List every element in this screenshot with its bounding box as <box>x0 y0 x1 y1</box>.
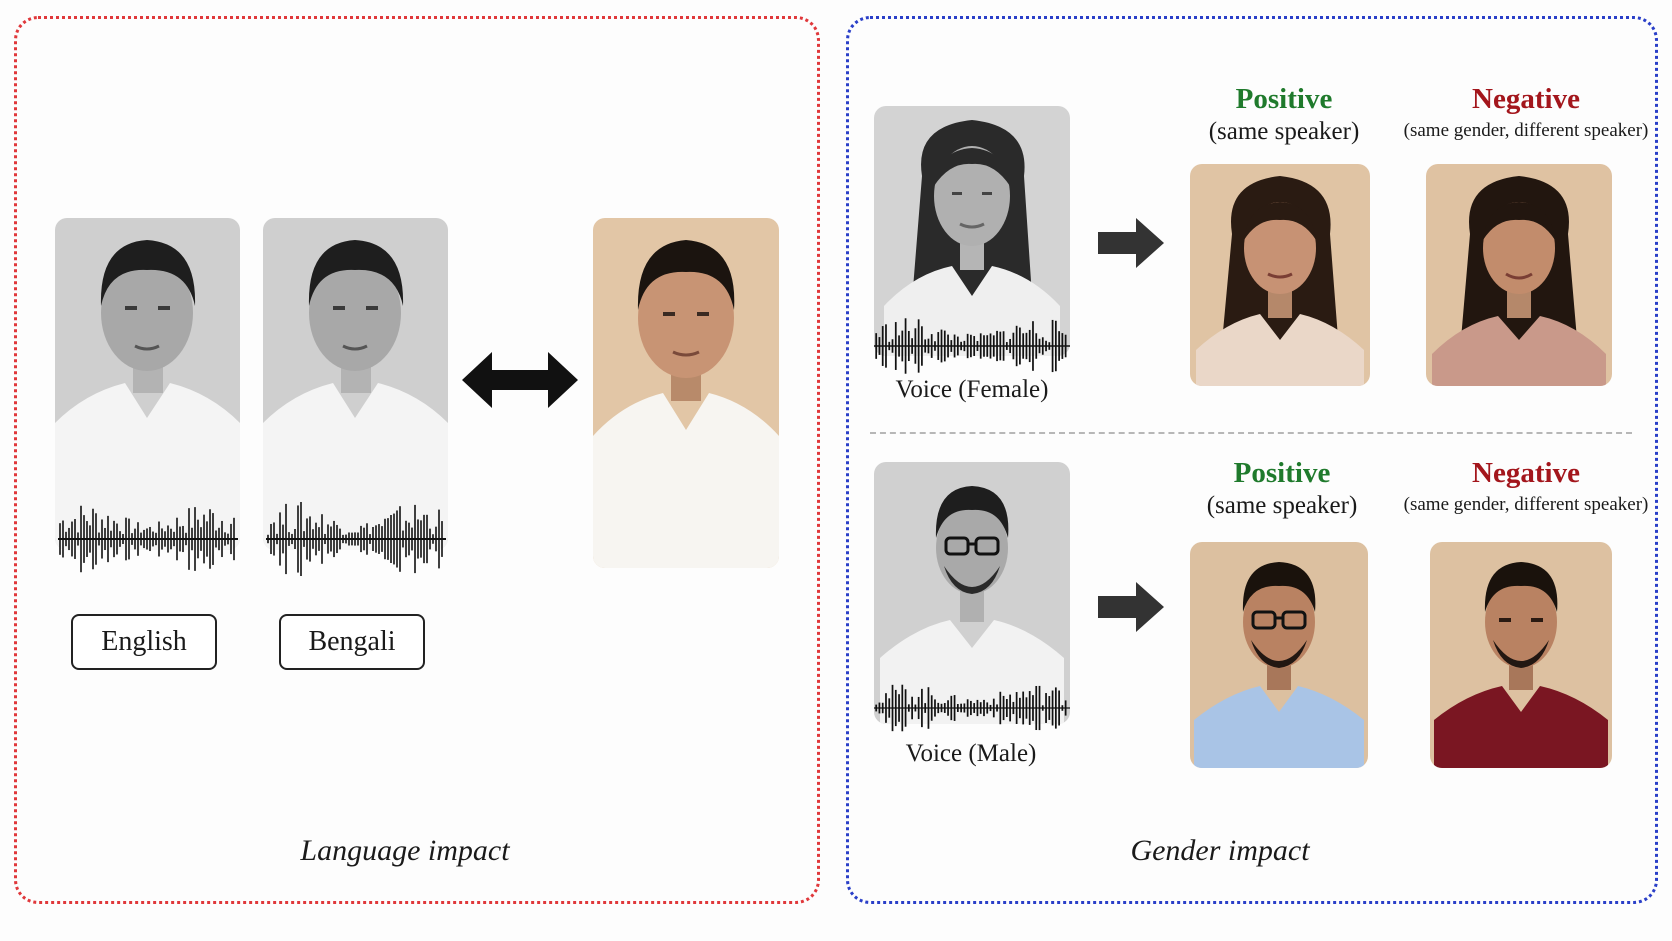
negative-subtitle: (same gender, different speaker) <box>1403 120 1649 141</box>
negative-title: Negative <box>1472 83 1580 115</box>
target-face-portrait <box>593 218 779 568</box>
negative-female-portrait <box>1426 164 1612 386</box>
double-arrow-icon <box>462 352 578 408</box>
right-arrow-icon <box>1098 582 1164 632</box>
bengali-language-label: Bengali <box>279 614 425 670</box>
negative-header: Negative (same gender, different speaker… <box>1396 456 1656 520</box>
negative-header: Negative (same gender, different speaker… <box>1396 82 1656 146</box>
row-divider <box>870 432 1632 434</box>
positive-title: Positive <box>1235 83 1333 115</box>
positive-title: Positive <box>1233 457 1331 489</box>
positive-header: Positive (same speaker) <box>1172 456 1392 522</box>
gender-impact-caption: Gender impact <box>1130 834 1310 867</box>
negative-male-portrait <box>1430 542 1612 768</box>
audio-waveform-icon <box>874 682 1070 734</box>
negative-subtitle: (same gender, different speaker) <box>1403 494 1649 515</box>
positive-subtitle: (same speaker) <box>1208 118 1360 145</box>
positive-header: Positive (same speaker) <box>1174 82 1394 148</box>
language-impact-caption: Language impact <box>300 834 510 867</box>
male-voice-speaker-portrait <box>874 462 1070 724</box>
english-language-label: English <box>71 614 217 670</box>
positive-subtitle: (same speaker) <box>1206 492 1358 519</box>
audio-waveform-icon <box>874 316 1070 376</box>
gender-impact-panel <box>846 16 1658 904</box>
audio-waveform-icon <box>58 500 238 578</box>
audio-waveform-icon <box>266 500 446 578</box>
negative-title: Negative <box>1472 457 1580 489</box>
language-impact-panel <box>14 16 820 904</box>
right-arrow-icon <box>1098 218 1164 268</box>
english-speaker-portrait <box>55 218 240 550</box>
bengali-speaker-portrait <box>263 218 448 550</box>
positive-female-portrait <box>1190 164 1370 386</box>
voice-female-label: Voice (Female) <box>895 376 1049 403</box>
voice-male-label: Voice (Male) <box>905 740 1037 767</box>
positive-male-portrait <box>1190 542 1368 768</box>
